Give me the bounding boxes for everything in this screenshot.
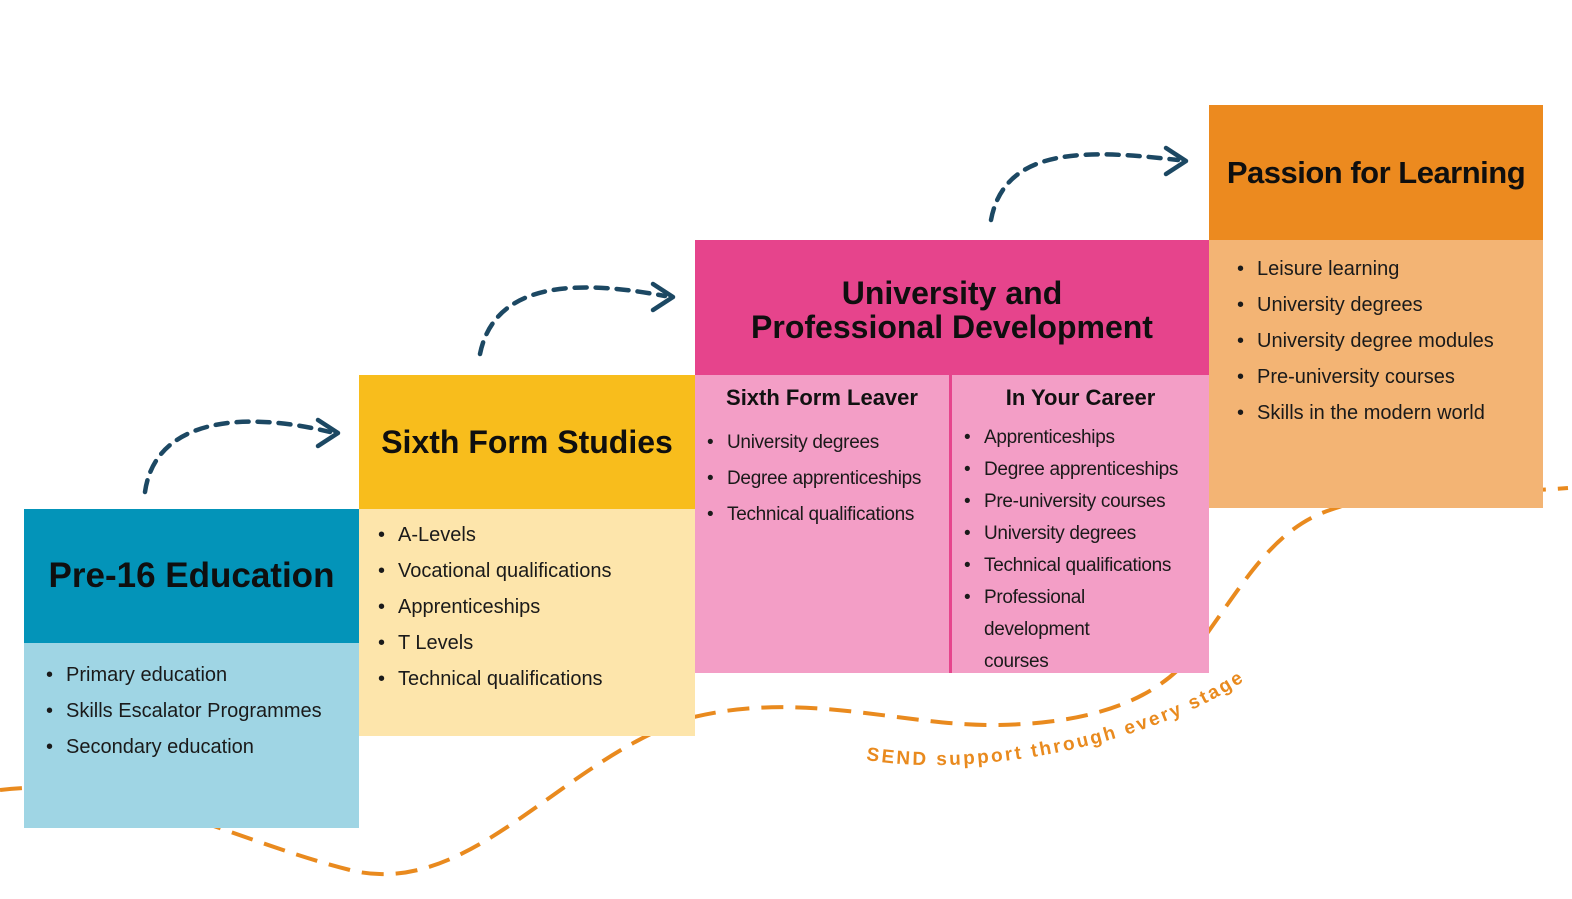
list-item: Leisure learning [1235, 251, 1543, 287]
list-item: T Levels [376, 625, 695, 661]
arrowhead-1 [315, 417, 341, 449]
progression-arrow-3 [988, 152, 1181, 223]
list-item: University degrees [705, 425, 921, 461]
list-item: A-Levels [376, 517, 695, 553]
stage-pre16-title: Pre-16 Education [48, 556, 335, 595]
in-your-career-column: In Your Career Apprenticeships Degree ap… [952, 375, 1209, 673]
list-item: Professional development courses [962, 582, 1154, 678]
stage-passion-body: Leisure learning University degrees Univ… [1209, 240, 1543, 508]
list-item: Skills Escalator Programmes [44, 693, 359, 729]
stage-sixth-form-title: Sixth Form Studies [381, 423, 673, 460]
list-item: Technical qualifications [705, 497, 921, 533]
stage-pre16-header: Pre-16 Education [24, 509, 359, 643]
list-item: Primary education [44, 657, 359, 693]
list-item: Skills in the modern world [1235, 395, 1543, 431]
list-item: University degrees [1235, 287, 1543, 323]
arrowhead-2 [650, 281, 676, 313]
stage-passion-header: Passion for Learning [1209, 105, 1543, 240]
sixth-form-leaver-heading: Sixth Form Leaver [726, 385, 918, 410]
progression-arrow-1 [142, 419, 333, 495]
progression-arrow-2 [477, 285, 668, 357]
list-item: Secondary education [44, 729, 359, 765]
list-item: University degree modules [1235, 323, 1543, 359]
list-item: Pre-university courses [1235, 359, 1543, 395]
list-item: Degree apprenticeships [705, 461, 921, 497]
stage-university-header: University and Professional Development [695, 240, 1209, 375]
list-item: Vocational qualifications [376, 553, 695, 589]
list-item: Technical qualifications [376, 661, 695, 697]
list-item: Degree apprenticeships [962, 454, 1202, 486]
list-item: Pre-university courses [962, 486, 1202, 518]
stage-passion-title: Passion for Learning [1226, 154, 1526, 190]
list-item: Apprenticeships [962, 422, 1202, 454]
stage-sixth-form-body: A-Levels Vocational qualifications Appre… [359, 509, 695, 736]
arrowhead-3 [1163, 145, 1189, 177]
stage-university-body: Sixth Form Leaver University degrees Deg… [695, 375, 1209, 673]
in-your-career-heading: In Your Career [1005, 385, 1156, 410]
sixth-form-leaver-column: Sixth Form Leaver University degrees Deg… [695, 375, 949, 673]
list-item: Technical qualifications [962, 550, 1202, 582]
stage-pre16-body: Primary education Skills Escalator Progr… [24, 643, 359, 828]
stage-sixth-form-header: Sixth Form Studies [359, 375, 695, 509]
column-divider [949, 375, 952, 673]
stage-university-title-line1: University and [841, 274, 1063, 311]
list-item: University degrees [962, 518, 1202, 550]
stage-university-title-line2: Professional Development [751, 308, 1153, 345]
list-item: Apprenticeships [376, 589, 695, 625]
